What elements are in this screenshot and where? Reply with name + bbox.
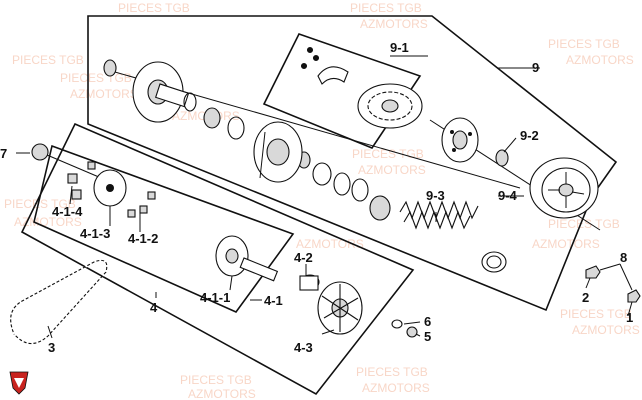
watermark-text: PIECES TGB [548, 37, 620, 51]
watermark-text: PIECES TGB [560, 307, 632, 321]
torque-spring [399, 200, 507, 273]
callout-7: 7 [0, 146, 7, 161]
callout-5: 5 [424, 329, 431, 344]
callout-labels: 9 9-1 9-2 9-3 9-4 7 4-1-4 4-1-3 4-1-2 4-… [0, 40, 633, 355]
callout-9-4: 9-4 [498, 188, 518, 203]
watermark-text: AZMOTORS [566, 53, 634, 67]
drive-belt [9, 259, 108, 345]
watermark-text: AZMOTORS [532, 237, 600, 251]
movable-drive-face-frame [33, 144, 295, 313]
callout-8: 8 [620, 250, 627, 265]
clutch-shoe-frame [262, 33, 422, 149]
callout-4-1-3: 4-1-3 [80, 226, 110, 241]
callout-4-2: 4-2 [294, 250, 313, 265]
watermark-text: AZMOTORS [360, 17, 428, 31]
callout-9: 9 [532, 60, 539, 75]
callout-4: 4 [150, 300, 158, 315]
clutch-shoe-assembly [300, 46, 423, 129]
watermark-text: AZMOTORS [14, 215, 82, 229]
callout-3: 3 [48, 340, 55, 355]
watermark-text: PIECES TGB [4, 197, 76, 211]
watermark-text: PIECES TGB [548, 217, 620, 231]
brand-logo-icon [9, 371, 29, 395]
clutch-bell [529, 157, 599, 219]
driven-pulley-movable-face [253, 121, 303, 183]
watermark-text: PIECES TGB [356, 365, 428, 379]
callout-1: 1 [626, 310, 633, 325]
callout-9-1: 9-1 [390, 40, 409, 55]
callout-9-3: 9-3 [426, 188, 445, 203]
watermark-text: AZMOTORS [296, 237, 364, 251]
watermark-text: AZMOTORS [572, 323, 640, 337]
driven-pulley-fixed-face [132, 61, 190, 123]
watermark-text: PIECES TGB [12, 53, 84, 67]
callout-2: 2 [582, 290, 589, 305]
watermark-text: AZMOTORS [70, 87, 138, 101]
watermark-text: PIECES TGB [352, 147, 424, 161]
nut-and-washer [585, 265, 641, 303]
drive-pulley-parts [31, 143, 418, 338]
watermark-text: AZMOTORS [188, 387, 256, 400]
watermark-text: PIECES TGB [180, 373, 252, 387]
callout-4-1-4: 4-1-4 [52, 204, 83, 219]
callout-6: 6 [424, 314, 431, 329]
callout-4-1-2: 4-1-2 [128, 231, 158, 246]
watermark-text: PIECES TGB [60, 71, 132, 85]
watermark-text: AZMOTORS [362, 381, 430, 395]
callout-4-1: 4-1 [264, 293, 283, 308]
watermark-text: PIECES TGB [118, 1, 190, 15]
callout-leaders [16, 55, 633, 339]
watermark-text: AZMOTORS [358, 163, 426, 177]
clutch-plate [441, 117, 479, 163]
callout-9-2: 9-2 [520, 128, 539, 143]
callout-4-1-1: 4-1-1 [200, 290, 230, 305]
callout-4-3: 4-3 [294, 340, 313, 355]
watermark-text: PIECES TGB [350, 1, 422, 15]
